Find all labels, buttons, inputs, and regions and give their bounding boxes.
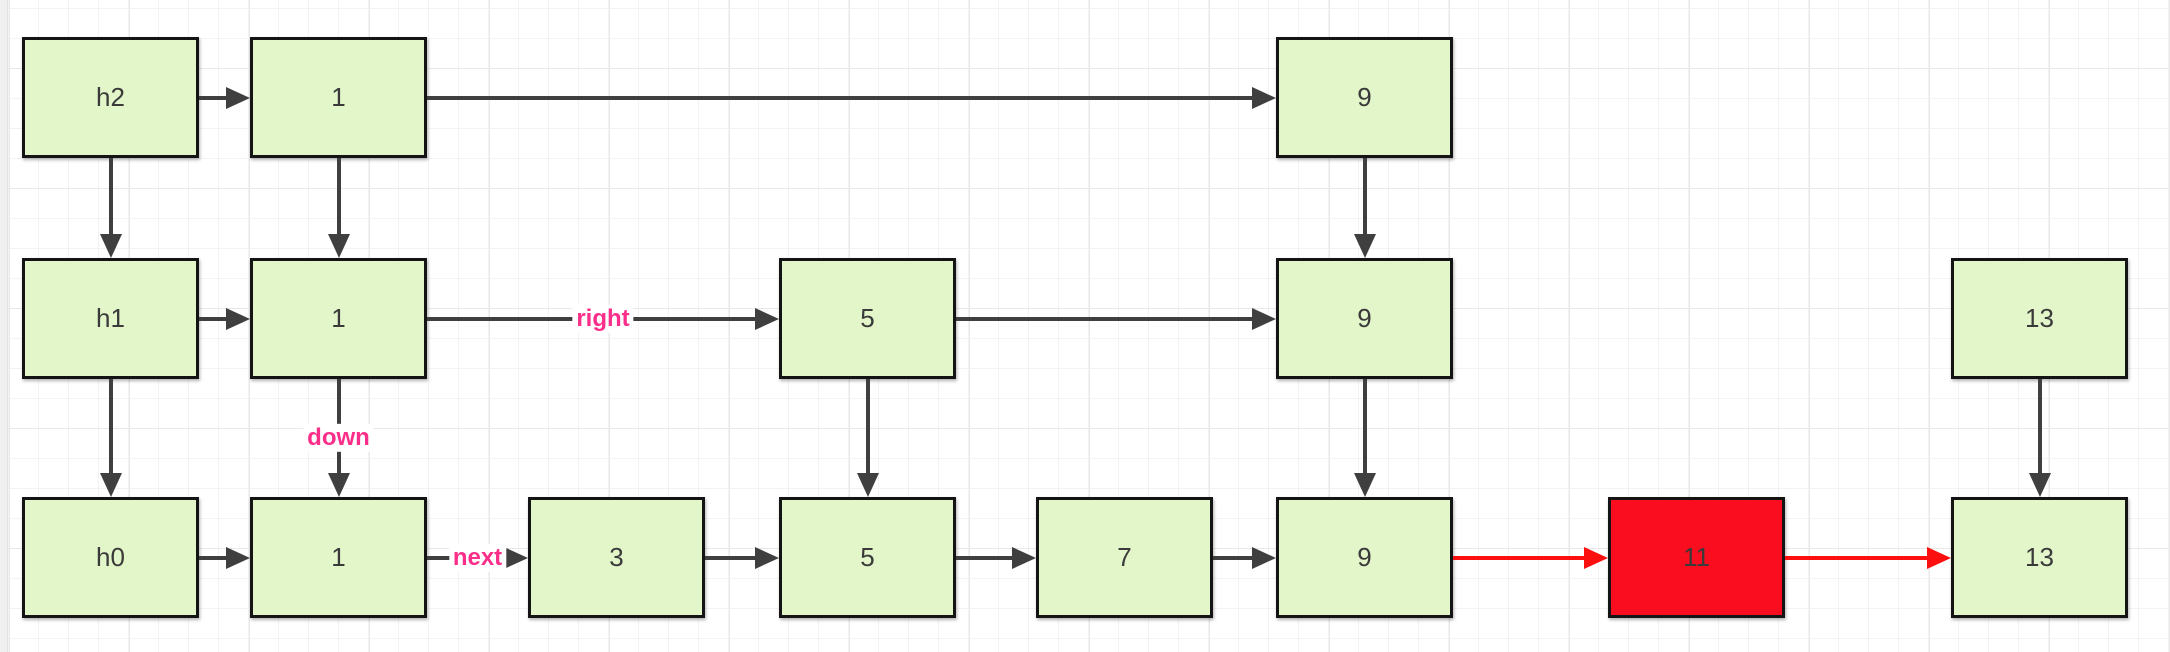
node-h1[interactable]: h1	[22, 258, 199, 379]
node-n9-bot[interactable]: 9	[1276, 497, 1453, 618]
edge-label-down: down	[303, 423, 374, 453]
edge-n1-bot-to-n3-bot-arrowhead-icon	[504, 546, 528, 569]
edge-n9-top-to-n9-mid-line	[1362, 158, 1367, 236]
canvas-left-edge	[0, 0, 8, 652]
edge-n7-bot-to-n9-bot-line	[1213, 555, 1254, 560]
edge-n5-mid-to-n5-bot-arrowhead-icon	[856, 473, 879, 497]
node-n1-top[interactable]: 1	[250, 37, 427, 158]
edge-h1-to-n1-mid-arrowhead-icon	[226, 307, 250, 330]
edge-n9-mid-to-n9-bot-line	[1362, 379, 1367, 475]
edge-h2-to-n1-top-line	[199, 95, 228, 100]
edge-h2-to-h1-arrowhead-icon	[99, 234, 122, 258]
edge-n9-mid-to-n9-bot-arrowhead-icon	[1353, 473, 1376, 497]
edge-n9-top-to-n9-mid-arrowhead-icon	[1353, 234, 1376, 258]
edge-n5-bot-to-n7-bot-arrowhead-icon	[1012, 546, 1036, 569]
edge-n1-mid-to-n1-bot-arrowhead-icon	[327, 473, 350, 497]
edge-h2-to-h1-line	[108, 158, 113, 236]
edge-n3-bot-to-n5-bot-arrowhead-icon	[755, 546, 779, 569]
edge-n13-mid-to-n13-bot-line	[2037, 379, 2042, 475]
edge-n11-bot-to-n13-bot-line	[1785, 555, 1929, 560]
edge-n1-mid-to-n5-mid-arrowhead-icon	[755, 307, 779, 330]
edge-n1-top-to-n1-mid-arrowhead-icon	[327, 234, 350, 258]
node-n5-bot[interactable]: 5	[779, 497, 956, 618]
node-h2[interactable]: h2	[22, 37, 199, 158]
node-n11-bot[interactable]: 11	[1608, 497, 1785, 618]
node-n3-bot[interactable]: 3	[528, 497, 705, 618]
edge-n13-mid-to-n13-bot-arrowhead-icon	[2028, 473, 2051, 497]
edge-h0-to-n1-bot-line	[199, 555, 228, 560]
node-n13-bot[interactable]: 13	[1951, 497, 2128, 618]
edge-n5-bot-to-n7-bot-line	[956, 555, 1014, 560]
edge-n11-bot-to-n13-bot-arrowhead-icon	[1927, 546, 1951, 569]
edge-n1-top-to-n1-mid-line	[336, 158, 341, 236]
edge-h0-to-n1-bot-arrowhead-icon	[226, 546, 250, 569]
node-n7-bot[interactable]: 7	[1036, 497, 1213, 618]
node-n1-mid[interactable]: 1	[250, 258, 427, 379]
node-n9-top[interactable]: 9	[1276, 37, 1453, 158]
edge-n3-bot-to-n5-bot-line	[705, 555, 757, 560]
edge-n7-bot-to-n9-bot-arrowhead-icon	[1252, 546, 1276, 569]
edge-h1-to-n1-mid-line	[199, 316, 228, 321]
node-n1-bot[interactable]: 1	[250, 497, 427, 618]
edge-label-right: right	[572, 304, 634, 333]
edge-n5-mid-to-n9-mid-arrowhead-icon	[1252, 307, 1276, 330]
edge-h2-to-n1-top-arrowhead-icon	[226, 86, 250, 109]
edge-n1-top-to-n9-top-line	[427, 95, 1254, 100]
edge-n5-mid-to-n9-mid-line	[956, 316, 1254, 321]
node-h0[interactable]: h0	[22, 497, 199, 618]
edge-h1-to-h0-line	[108, 379, 113, 475]
edge-n9-bot-to-n11-bot-line	[1453, 555, 1586, 560]
edge-h1-to-h0-arrowhead-icon	[99, 473, 122, 497]
node-n5-mid[interactable]: 5	[779, 258, 956, 379]
node-n9-mid[interactable]: 9	[1276, 258, 1453, 379]
edge-n5-mid-to-n5-bot-line	[865, 379, 870, 475]
edge-n1-top-to-n9-top-arrowhead-icon	[1252, 86, 1276, 109]
edge-label-next: next	[448, 543, 507, 572]
edge-n9-bot-to-n11-bot-arrowhead-icon	[1584, 546, 1608, 569]
node-n13-mid[interactable]: 13	[1951, 258, 2128, 379]
